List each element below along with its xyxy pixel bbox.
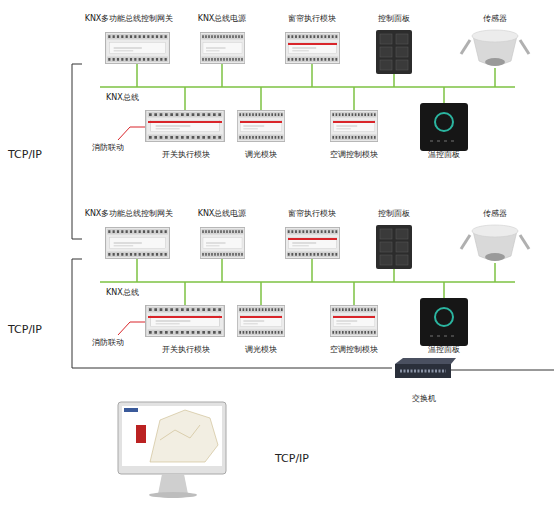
device-label: 窗帘执行模块 [268,209,356,219]
tcp-label: TCP/IP [275,452,309,465]
device-label: 开关执行模块 [130,345,242,355]
device-label: 交换机 [382,394,466,404]
device-node: 窗帘执行模块 [278,14,346,68]
device-node: 开关执行模块 [140,301,232,355]
tcp-label: TCP/IP [8,148,42,161]
device-node: 传感器 [458,14,532,76]
network-switch [395,358,554,378]
device-node: 空调控制模块 [322,106,386,160]
device-node: 温控面板 [414,100,474,160]
device-label: 调光模块 [222,150,300,160]
computer [118,402,226,498]
knx-group [100,225,529,346]
device-node: 温控面板 [414,295,474,355]
device-label: KNX多功能总线控制网关 [72,14,186,24]
device-label: 空调控制模块 [312,150,396,160]
device-label: 控制面板 [358,209,430,219]
device-node: KNX总线电源 [190,209,254,263]
device-label: 控制面板 [358,14,430,24]
device-node: 传感器 [458,209,532,271]
device-node: 调光模块 [232,106,290,160]
device-label: KNX总线电源 [180,209,264,219]
device-node: 控制面板 [368,209,420,271]
device-node: KNX总线电源 [190,14,254,68]
device-node: KNX多功能总线控制网关 [82,209,176,263]
tcp-ip-link [72,64,82,239]
device-label: 温控面板 [404,345,484,355]
device-node: 调光模块 [232,301,290,355]
device-label: 空调控制模块 [312,345,396,355]
device-label: 开关执行模块 [130,150,242,160]
device-node: 空调控制模块 [322,301,386,355]
device-node: 控制面板 [368,14,420,76]
device-label: 窗帘执行模块 [268,14,356,24]
device-label: 温控面板 [404,150,484,160]
device-node: 窗帘执行模块 [278,209,346,263]
bus-label: KNX总线 [106,287,139,298]
knx-group [100,30,529,151]
device-label: 传感器 [448,209,542,219]
device-label: KNX多功能总线控制网关 [72,209,186,219]
device-label: KNX总线电源 [180,14,264,24]
fire-link-label: 消防联动 [92,142,124,153]
tcp-label: TCP/IP [8,323,42,336]
device-node: 交换机 [392,356,456,404]
device-node: KNX多功能总线控制网关 [82,14,176,68]
device-label: 传感器 [448,14,542,24]
device-label: 调光模块 [222,345,300,355]
fire-link-label: 消防联动 [92,337,124,348]
bus-label: KNX总线 [106,92,139,103]
device-node: 开关执行模块 [140,106,232,160]
